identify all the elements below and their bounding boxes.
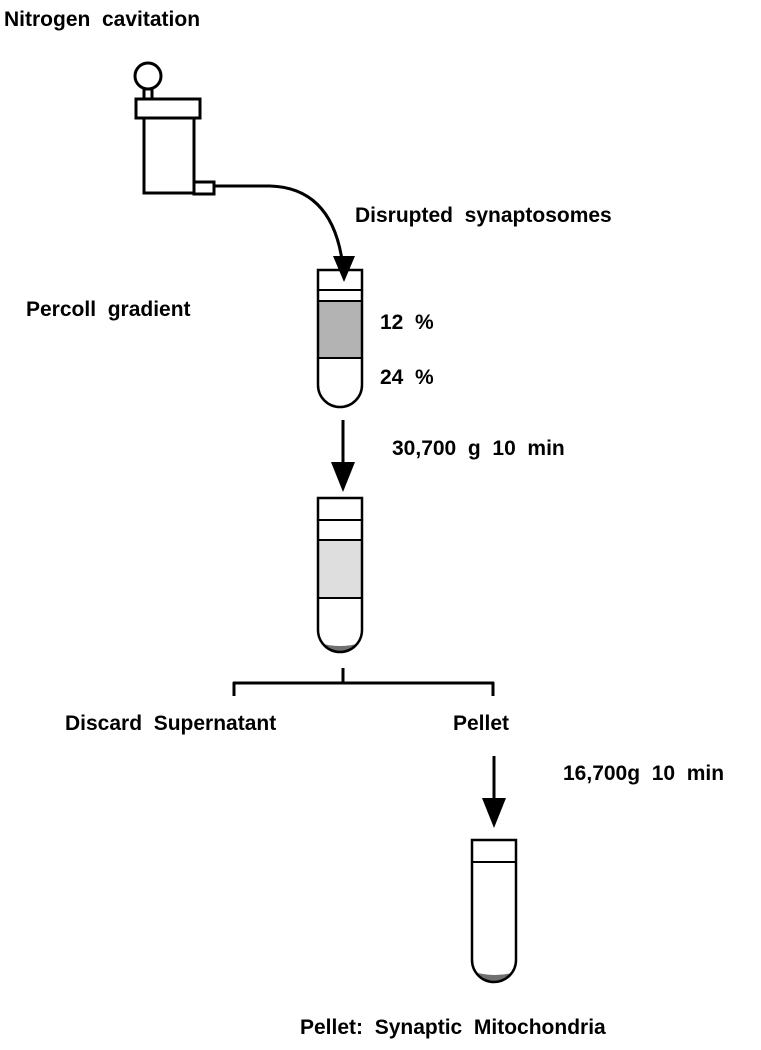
tube-outline-3 <box>470 838 518 984</box>
layer-12-percent <box>318 302 362 358</box>
tube-outline-2 <box>316 496 364 654</box>
spin-1-label: 30,700 g 10 min <box>392 437 565 460</box>
split-bracket <box>232 668 495 696</box>
tube-outline <box>316 268 364 409</box>
centrifuge-arrowhead-1 <box>331 462 355 492</box>
percoll-gradient-label: Percoll gradient <box>26 298 191 321</box>
centrifuged-tube <box>316 496 364 654</box>
final-product-label: Pellet: Synaptic Mitochondria <box>300 1016 606 1039</box>
pellet-2 <box>478 973 512 982</box>
discard-supernatant-label: Discard Supernatant <box>65 712 276 735</box>
percoll-tube <box>316 268 364 409</box>
centrifuge-arrowhead-2 <box>482 798 506 828</box>
transfer-arrow <box>214 184 346 279</box>
nitrogen-bomb-icon <box>133 61 216 196</box>
spin-2-label: 16,700g 10 min <box>563 762 724 785</box>
disrupted-synaptosomes-label: Disrupted synaptosomes <box>355 204 612 227</box>
interface-band <box>318 540 362 598</box>
pellet-label: Pellet <box>453 712 509 735</box>
nitrogen-cavitation-label: Nitrogen cavitation <box>4 8 200 31</box>
layer-24-label: 24 % <box>380 366 434 389</box>
final-tube <box>470 838 518 984</box>
pellet-1 <box>323 644 357 653</box>
layer-12-label: 12 % <box>380 311 434 334</box>
